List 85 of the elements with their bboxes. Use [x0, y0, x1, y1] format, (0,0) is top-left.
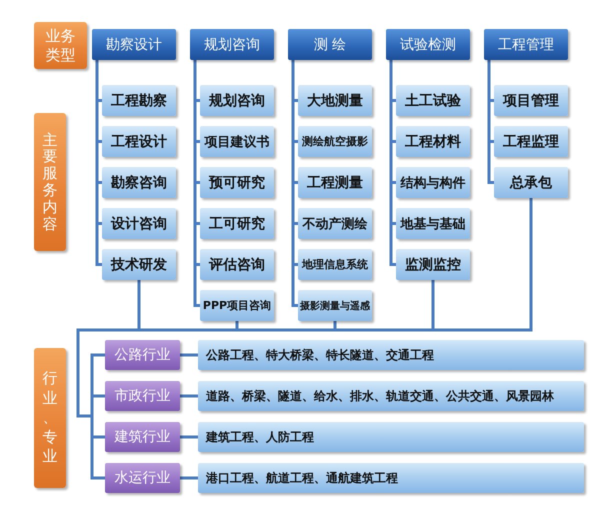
connector-line — [488, 60, 490, 184]
service-box: 大地测量 — [298, 85, 372, 116]
connector-line — [92, 394, 105, 398]
row-header: 行业、专业 — [34, 348, 66, 488]
connector-line — [97, 222, 102, 225]
service-box: 土工试验 — [396, 85, 470, 116]
connector-line — [97, 181, 102, 184]
service-box: 评估咨询 — [200, 249, 274, 280]
connector-line — [432, 280, 434, 332]
service-box: 工程测量 — [298, 167, 372, 198]
connector-line — [293, 304, 298, 307]
service-box: 预可研究 — [200, 167, 274, 198]
service-box: 总承包 — [494, 167, 568, 198]
service-box: 结构与构件 — [396, 167, 470, 198]
service-box: 技术研发 — [102, 249, 176, 280]
connector-line — [195, 263, 200, 266]
connector-line — [194, 60, 196, 307]
connector-line — [391, 181, 396, 184]
connector-line — [97, 140, 102, 143]
connector-line — [489, 140, 494, 143]
connector-line — [293, 99, 298, 102]
service-box: 不动产测绘 — [298, 208, 372, 239]
connector-line — [334, 321, 336, 332]
service-box: 工程设计 — [102, 126, 176, 157]
service-box: 监测监控 — [396, 249, 470, 280]
category-header: 试验检测 — [386, 29, 470, 60]
service-box: 工程材料 — [396, 126, 470, 157]
connector-line — [390, 60, 392, 266]
specialty-bar: 公路工程、特大桥梁、特长隧道、交通工程 — [198, 340, 584, 370]
connector-line — [138, 280, 140, 332]
connector-line — [76, 328, 534, 481]
connector-line — [195, 140, 200, 143]
connector-line — [195, 222, 200, 225]
connector-line — [530, 198, 532, 332]
industry-box: 市政行业 — [105, 381, 180, 411]
service-box: 测绘航空摄影 — [298, 126, 372, 157]
connector-line — [489, 99, 494, 102]
connector-line — [180, 476, 198, 480]
service-box: 地理信息系统 — [298, 249, 372, 280]
service-box: 工程监理 — [494, 126, 568, 157]
connector-line — [92, 476, 105, 480]
connector-line — [293, 140, 298, 143]
industry-box: 公路行业 — [105, 340, 180, 370]
service-box: 项目建议书 — [200, 126, 274, 157]
connector-line — [180, 394, 198, 398]
connector-line — [195, 304, 200, 307]
connector-line — [489, 181, 494, 184]
connector-line — [97, 99, 102, 102]
connector-line — [391, 140, 396, 143]
row-header: 业务类型 — [34, 22, 87, 69]
specialty-bar: 港口工程、航道工程、通航建筑工程 — [198, 463, 584, 493]
service-box: 设计咨询 — [102, 208, 176, 239]
service-box: 勘察咨询 — [102, 167, 176, 198]
connector-line — [180, 436, 198, 438]
connector-line — [293, 222, 298, 225]
service-box: 摄影测量与遥感 — [298, 290, 372, 321]
connector-line — [391, 99, 396, 102]
service-box: 地基与基础 — [396, 208, 470, 239]
connector-line — [92, 354, 105, 356]
connector-line — [236, 321, 238, 332]
category-header: 勘察设计 — [92, 29, 176, 60]
connector-line — [97, 263, 102, 266]
connector-line — [96, 60, 98, 266]
service-box: 项目管理 — [494, 85, 568, 116]
industry-box: 水运行业 — [105, 463, 180, 493]
connector-line — [391, 222, 396, 225]
service-box: 规划咨询 — [200, 85, 274, 116]
service-box: 工可研究 — [200, 208, 274, 239]
connector-line — [292, 60, 294, 307]
connector-line — [92, 436, 105, 438]
specialty-bar: 建筑工程、人防工程 — [198, 422, 584, 452]
industry-box: 建筑行业 — [105, 422, 180, 452]
service-box: 工程勘察 — [102, 85, 176, 116]
category-header: 规划咨询 — [190, 29, 274, 60]
service-box: PPP项目咨询 — [200, 290, 274, 321]
connector-line — [293, 181, 298, 184]
connector-line — [293, 263, 298, 266]
connector-line — [180, 354, 198, 356]
connector-line — [195, 181, 200, 184]
category-header: 工程管理 — [484, 29, 568, 60]
row-header: 主要服务内容 — [34, 113, 66, 251]
connector-line — [195, 99, 200, 102]
connector-line — [391, 263, 396, 266]
specialty-bar: 道路、桥梁、隧道、给水、排水、轨道交通、公共交通、风景园林 — [198, 381, 584, 411]
category-header: 测 绘 — [288, 29, 372, 60]
